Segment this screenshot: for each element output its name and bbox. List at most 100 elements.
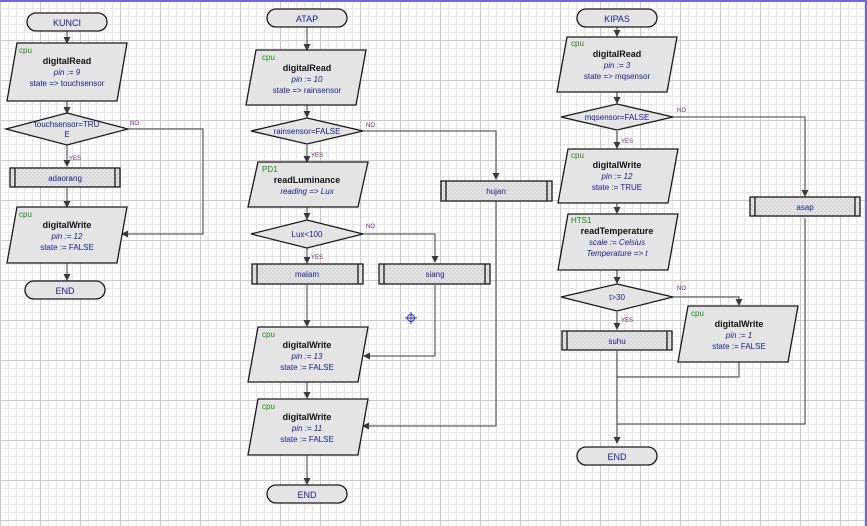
no-label: NO (130, 121, 139, 127)
svg-text:pin := 13: pin := 13 (291, 352, 323, 361)
svg-text:digitalWrite: digitalWrite (593, 160, 642, 170)
decision-diamond[interactable]: touchsensor=TRU E (3, 112, 131, 146)
crosshair-target-icon[interactable] (405, 312, 417, 324)
svg-text:scale := Celsius: scale := Celsius (589, 238, 645, 247)
end-terminal[interactable]: END (24, 280, 106, 300)
svg-text:cpu: cpu (262, 402, 275, 411)
svg-text:state => rainsensor: state => rainsensor (273, 86, 342, 95)
canvas-frame-right (865, 0, 867, 526)
svg-text:pin := 11: pin := 11 (291, 424, 322, 433)
svg-text:pin := 12: pin := 12 (51, 232, 83, 241)
svg-text:digitalRead: digitalRead (593, 49, 642, 59)
no-label: NO (677, 108, 686, 114)
svg-text:cpu: cpu (691, 309, 704, 318)
svg-text:cpu: cpu (571, 151, 584, 160)
subroutine-asap[interactable]: asap (749, 196, 861, 217)
digital-write-block-2[interactable]: cpu digitalWrite pin := 1 state := FALSE (677, 305, 799, 363)
svg-text:siang: siang (425, 270, 444, 279)
no-label: NO (366, 224, 375, 230)
svg-text:touchsensor=TRU: touchsensor=TRU (35, 120, 100, 129)
subroutine-siang[interactable]: siang (378, 263, 491, 285)
svg-text:cpu: cpu (262, 330, 275, 339)
connector-lines (63, 26, 809, 485)
flow-kunci: KUNCI cpu digitalRead pin := 9 state => … (3, 12, 139, 300)
svg-text:state := TRUE: state := TRUE (592, 183, 642, 192)
no-label: NO (366, 123, 375, 129)
svg-text:END: END (607, 452, 627, 462)
svg-text:pin := 10: pin := 10 (291, 75, 323, 84)
svg-text:digitalWrite: digitalWrite (43, 220, 92, 230)
yes-label: YES (621, 318, 633, 324)
subroutine-block[interactable]: adaorang (9, 167, 121, 188)
svg-text:cpu: cpu (19, 46, 32, 55)
yes-label: YES (311, 153, 323, 159)
subroutine-suhu[interactable]: suhu (561, 330, 673, 351)
svg-text:state => mqsensor: state => mqsensor (584, 72, 651, 81)
svg-text:digitalRead: digitalRead (283, 63, 332, 73)
svg-text:END: END (55, 286, 75, 296)
subroutine-malam[interactable]: malam (251, 263, 364, 285)
svg-text:rainsensor=FALSE: rainsensor=FALSE (274, 127, 341, 136)
svg-text:state := FALSE: state := FALSE (280, 435, 334, 444)
svg-text:state := FALSE: state := FALSE (712, 342, 766, 351)
digital-read-block[interactable]: cpu digitalRead pin := 3 state => mqsens… (556, 36, 678, 93)
svg-text:digitalWrite: digitalWrite (283, 340, 332, 350)
digital-write-block-1[interactable]: cpu digitalWrite pin := 13 state := FALS… (247, 326, 369, 383)
decision-diamond-temp[interactable]: t>30 (560, 283, 674, 312)
svg-text:readLuminance: readLuminance (274, 175, 341, 185)
yes-label: YES (69, 156, 81, 162)
svg-text:reading => Lux: reading => Lux (280, 187, 334, 196)
svg-text:cpu: cpu (571, 39, 584, 48)
read-temperature-block[interactable]: HTS1 readTemperature scale := Celsius Te… (557, 213, 679, 271)
svg-text:digitalWrite: digitalWrite (283, 412, 332, 422)
svg-text:pin := 9: pin := 9 (53, 68, 81, 77)
svg-text:pin := 12: pin := 12 (601, 172, 633, 181)
svg-text:HTS1: HTS1 (571, 216, 592, 225)
svg-text:PD1: PD1 (262, 165, 278, 174)
decision-diamond-lux[interactable]: Lux<100 (250, 219, 364, 249)
svg-text:E: E (64, 130, 69, 139)
decision-diamond[interactable]: mqsensor=FALSE (560, 103, 674, 131)
svg-text:digitalWrite: digitalWrite (715, 319, 764, 329)
svg-text:hujan: hujan (486, 187, 506, 196)
end-terminal[interactable]: END (266, 484, 348, 504)
svg-text:mqsensor=FALSE: mqsensor=FALSE (585, 113, 650, 122)
svg-text:readTemperature: readTemperature (581, 226, 654, 236)
no-label: NO (677, 286, 686, 292)
svg-text:digitalRead: digitalRead (43, 56, 92, 66)
svg-text:t>30: t>30 (609, 293, 625, 302)
start-terminal[interactable]: ATAP (266, 8, 348, 28)
svg-text:cpu: cpu (262, 53, 275, 62)
yes-label: YES (621, 139, 633, 145)
svg-text:state => touchsensor: state => touchsensor (30, 79, 105, 88)
digital-read-block[interactable]: cpu digitalRead pin := 9 state => touchs… (6, 42, 128, 102)
svg-text:Lux<100: Lux<100 (292, 230, 323, 239)
svg-text:cpu: cpu (19, 210, 32, 219)
svg-text:Temperature => t: Temperature => t (586, 249, 648, 258)
svg-text:pin := 3: pin := 3 (603, 61, 631, 70)
subroutine-hujan[interactable]: hujan (440, 180, 553, 202)
svg-text:suhu: suhu (608, 337, 625, 346)
start-terminal[interactable]: KIPAS (576, 8, 658, 28)
canvas-frame-top (0, 0, 867, 2)
yes-label: YES (311, 255, 323, 261)
svg-text:pin := 1: pin := 1 (725, 331, 752, 340)
svg-text:KIPAS: KIPAS (604, 14, 630, 24)
svg-text:malam: malam (295, 270, 319, 279)
flow-kipas: KIPAS cpu digitalRead pin := 3 state => … (556, 8, 861, 466)
digital-write-block-1[interactable]: cpu digitalWrite pin := 12 state := TRUE (557, 148, 679, 204)
end-terminal[interactable]: END (576, 446, 658, 466)
digital-read-block[interactable]: cpu digitalRead pin := 10 state => rains… (245, 49, 367, 106)
svg-text:adaorang: adaorang (48, 174, 82, 183)
svg-text:KUNCI: KUNCI (53, 18, 81, 28)
digital-write-block-2[interactable]: cpu digitalWrite pin := 11 state := FALS… (247, 398, 369, 456)
flow-atap: ATAP cpu digitalRead pin := 10 state => … (245, 8, 553, 504)
digital-write-block[interactable]: cpu digitalWrite pin := 12 state := FALS… (6, 206, 128, 264)
svg-text:state := FALSE: state := FALSE (280, 363, 334, 372)
start-terminal[interactable]: KUNCI (26, 12, 108, 32)
decision-diamond[interactable]: rainsensor=FALSE (250, 117, 364, 145)
svg-text:ATAP: ATAP (296, 14, 318, 24)
read-luminance-block[interactable]: PD1 readLuminance reading => Lux (247, 161, 369, 208)
svg-text:END: END (297, 490, 317, 500)
